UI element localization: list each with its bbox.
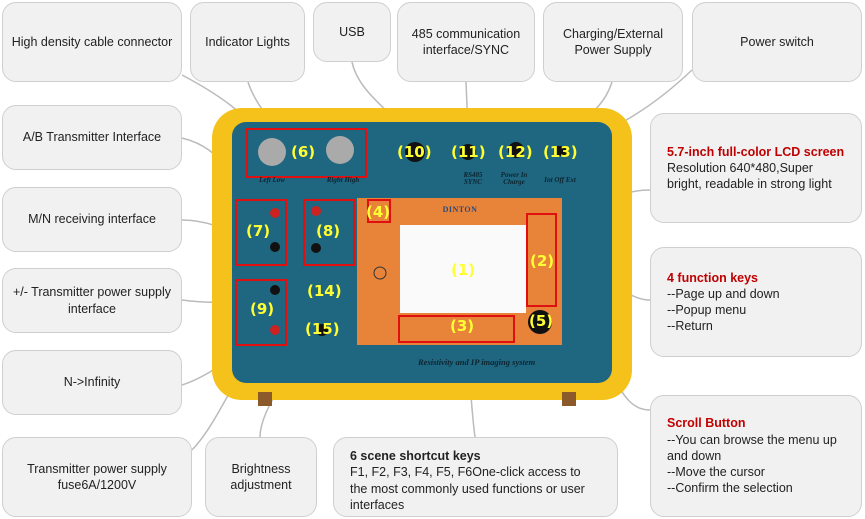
device-model-text: Resistivity and IP imaging system [418, 357, 536, 367]
shortcut-title: 6 scene shortcut keys [350, 449, 481, 463]
number-11: (11) [451, 143, 486, 161]
number-5: (5) [529, 312, 554, 330]
callout-power-switch: Power switch [692, 2, 862, 82]
callout-ab-transmitter: A/B Transmitter Interface [2, 105, 182, 170]
callout-mn-receiving: M/N receiving interface [2, 187, 182, 252]
number-6: (6) [291, 143, 316, 161]
number-1: (1) [451, 261, 476, 279]
callout-function-keys: 4 function keys --Page up and down --Pop… [650, 247, 862, 357]
callout-fuse: Transmitter power supply fuse6A/1200V [2, 437, 192, 517]
port-label-int-off-ext: Int Off Ext [544, 176, 576, 184]
callout-shortcut-keys: 6 scene shortcut keys F1, F2, F3, F4, F5… [333, 437, 618, 517]
number-10: (10) [397, 143, 432, 161]
scroll-line: --You can browse the menu up and down [667, 432, 837, 463]
highlight-boxes [235, 128, 557, 346]
fkeys-line: --Page up and down [667, 286, 780, 301]
port-label-power-in-charge: Power In Charge [500, 171, 528, 187]
lcd-screen [400, 225, 526, 313]
callout-cable-connector: High density cable connector [2, 2, 182, 82]
port-label-left-low: Left Low [259, 176, 285, 184]
device-brand-logo: DINTON [442, 205, 478, 214]
number-15: (15) [305, 320, 340, 338]
number-13: (13) [543, 143, 578, 161]
scroll-title: Scroll Button [667, 416, 746, 431]
fkeys-title: 4 function keys [667, 270, 758, 285]
number-4: (4) [366, 203, 391, 221]
fkeys-line: --Popup menu [667, 303, 747, 317]
fkeys-line: --Return [667, 319, 713, 334]
callout-transmitter-power: +/- Transmitter power supply interface [2, 268, 182, 333]
callout-lcd: 5.7-inch full-color LCD screen Resolutio… [650, 113, 862, 223]
shortcut-text: F1, F2, F3, F4, F5, F6One-click access t… [350, 465, 585, 512]
callout-indicator-lights: Indicator Lights [190, 2, 305, 82]
number-2: (2) [530, 252, 555, 270]
number-8: (8) [316, 222, 341, 240]
callout-scroll-button: Scroll Button --You can browse the menu … [650, 395, 862, 517]
callout-brightness: Brightness adjustment [205, 437, 317, 517]
number-14: (14) [307, 282, 342, 300]
callout-charging: Charging/External Power Supply [543, 2, 683, 82]
port-label-right-high: Right High [326, 176, 360, 184]
lcd-text: Resolution 640*480,Super bright, readabl… [667, 160, 832, 192]
number-7: (7) [246, 222, 271, 240]
scroll-line: --Confirm the selection [667, 481, 793, 496]
lcd-title: 5.7-inch full-color LCD screen [667, 144, 845, 159]
callout-n-infinity: N->Infinity [2, 350, 182, 415]
callout-rs485: 485 communication interface/SYNC [397, 2, 535, 82]
number-3: (3) [450, 317, 475, 335]
callout-usb: USB [313, 2, 391, 62]
number-12: (12) [498, 143, 533, 161]
scroll-line: --Move the cursor [667, 465, 765, 480]
port-label-rs485-sync: RS485 SYNC [463, 171, 483, 187]
number-9: (9) [250, 300, 275, 318]
